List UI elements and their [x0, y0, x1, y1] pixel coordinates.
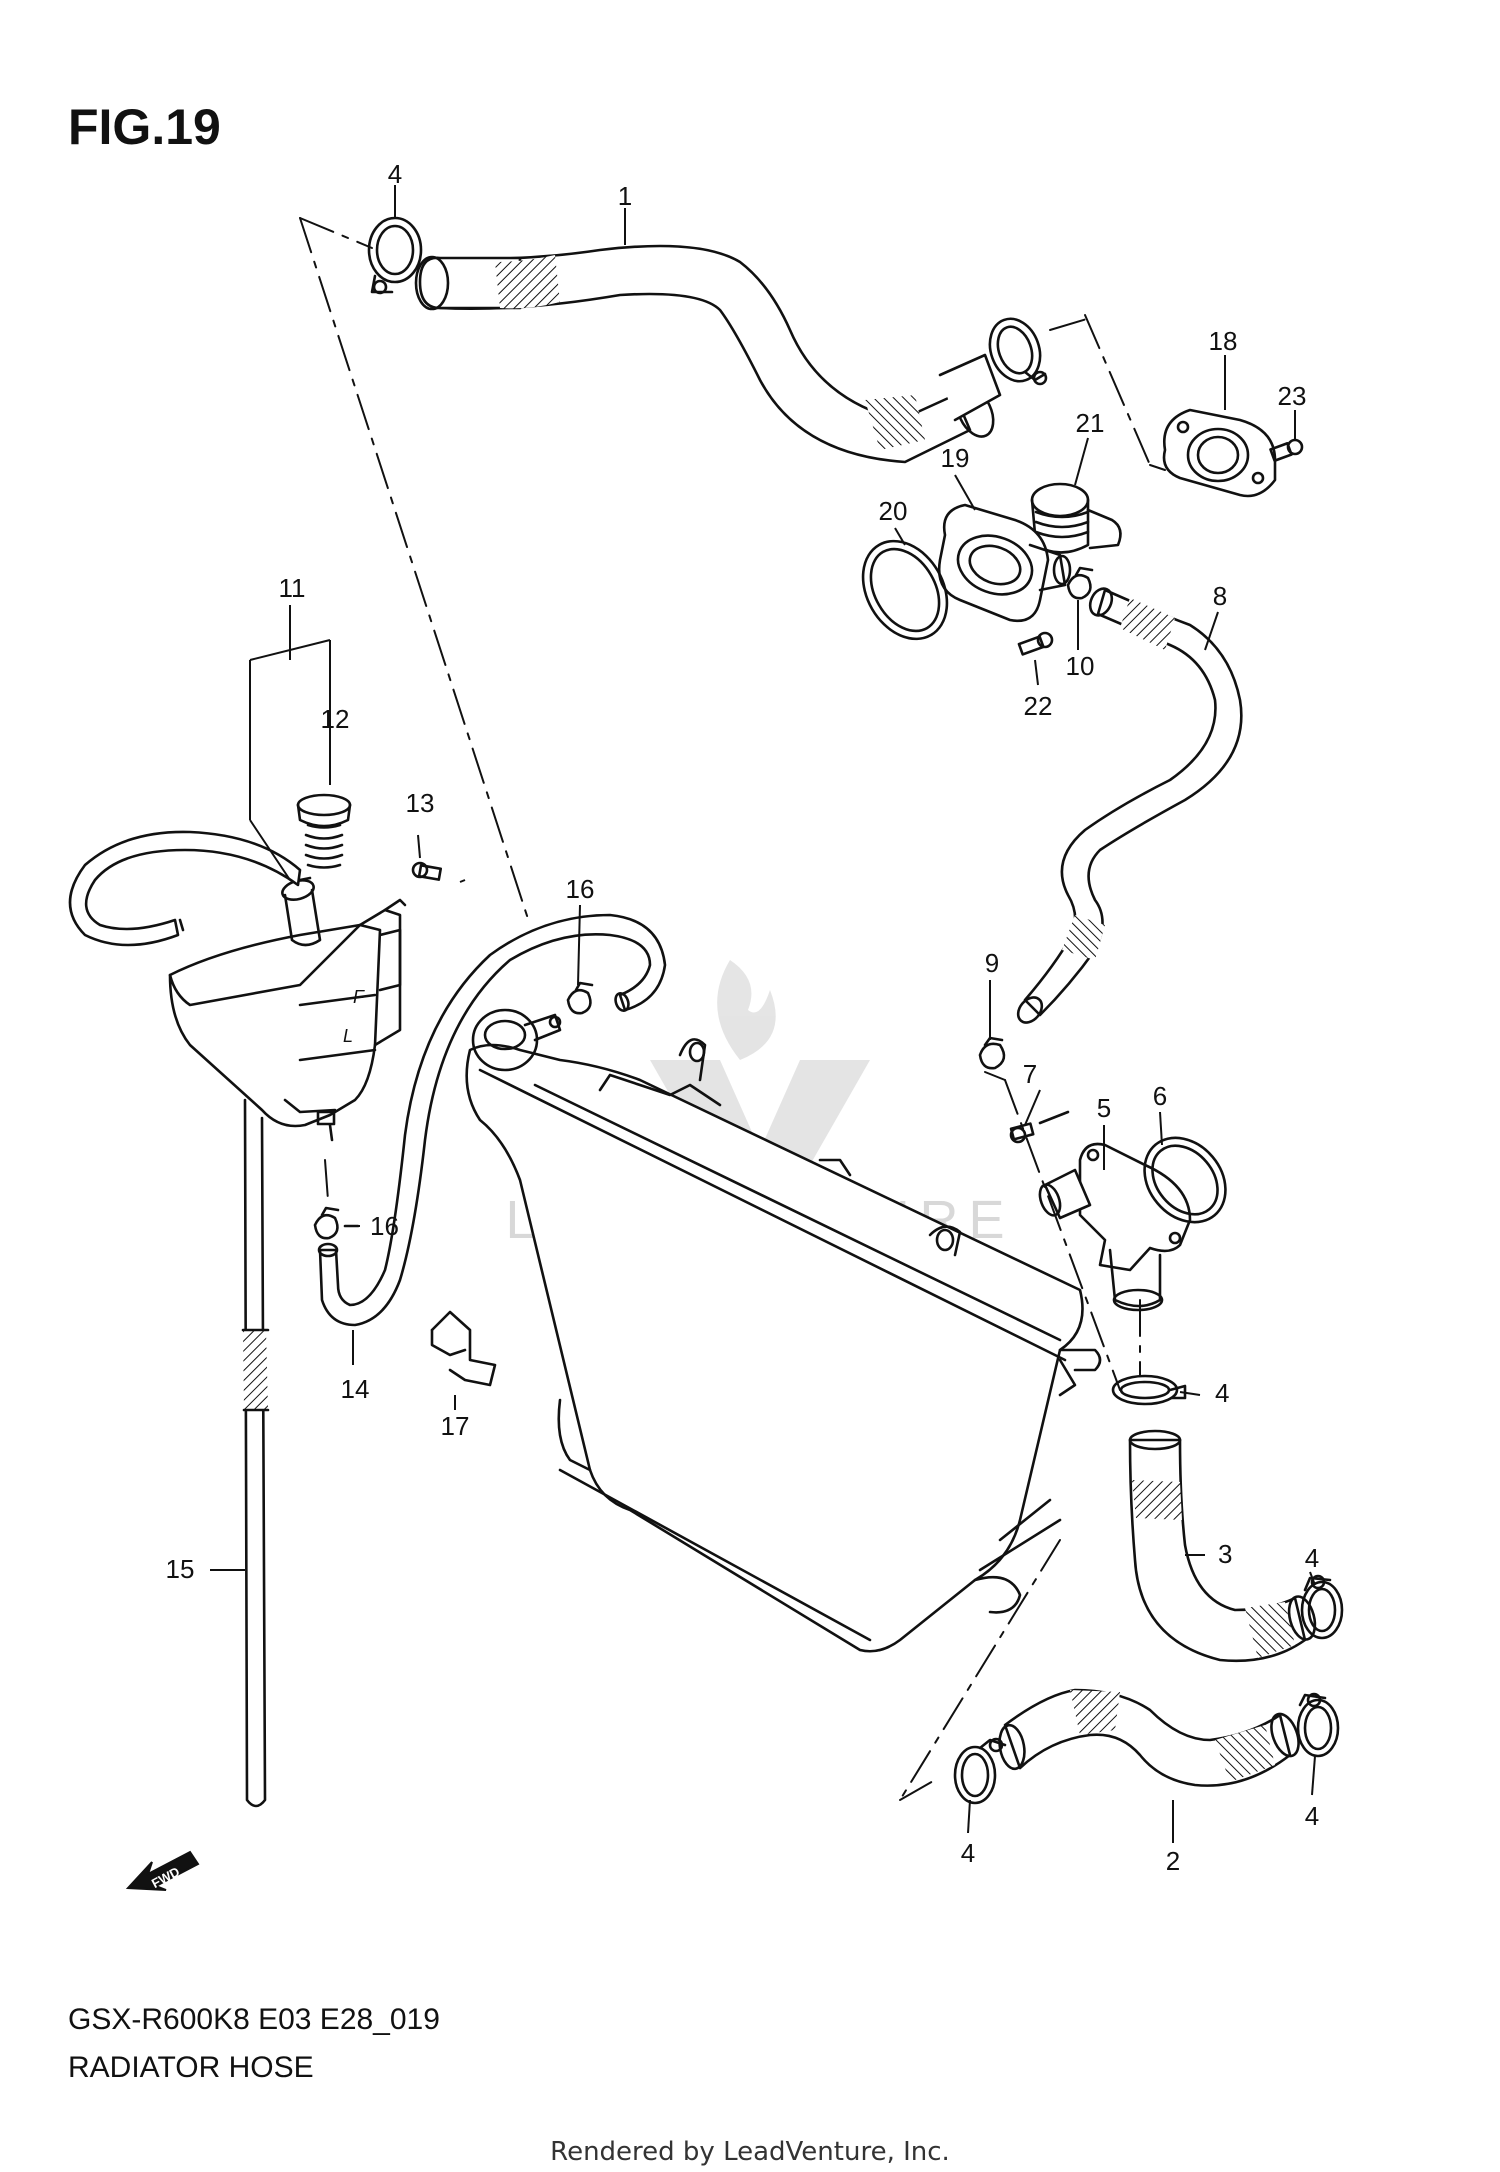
callout-11: 11 [279, 573, 306, 603]
water-outlet-5 [1038, 1142, 1192, 1312]
callout-16-upper: 16 [566, 874, 595, 904]
clip-16-lower [313, 1206, 360, 1240]
gasket-20 [861, 539, 949, 641]
tank-low-mark: L [343, 1026, 353, 1046]
callout-8: 8 [1213, 581, 1227, 611]
hose-1 [414, 244, 1002, 464]
thermostat-case-19 [937, 503, 1072, 623]
callout-23: 23 [1278, 381, 1307, 411]
reserve-tank-11 [168, 876, 407, 1142]
callout-4: 4 [388, 159, 402, 189]
callout-14: 14 [341, 1374, 370, 1404]
callout-4-hose2-left: 4 [961, 1838, 975, 1868]
callout-2: 2 [1166, 1846, 1180, 1876]
clamp-17 [430, 1310, 497, 1387]
figure-title: FIG.19 [68, 99, 221, 155]
clamp-4-hose2-left [953, 1737, 1007, 1805]
radiator [465, 1038, 1102, 1653]
dash-line-hose1-radiator [299, 217, 531, 926]
clamp-4-top-right [988, 317, 1048, 386]
clip-9 [978, 1036, 1006, 1070]
callout-13: 13 [406, 788, 435, 818]
callout-10: 10 [1066, 651, 1095, 681]
clip-16-upper [566, 981, 594, 1015]
bolt-13 [411, 861, 443, 881]
callout-9: 9 [985, 948, 999, 978]
tank-full-mark: F [353, 987, 365, 1007]
callout-1: 1 [618, 181, 632, 211]
thermostat-21 [1030, 482, 1122, 554]
hose-2 [998, 1688, 1300, 1787]
fwd-label: FWD [149, 1864, 182, 1891]
callout-4-mid: 4 [1215, 1378, 1229, 1408]
callout-15: 15 [166, 1554, 195, 1584]
diagram-subtitle: RADIATOR HOSE [68, 2051, 314, 2084]
clamp-4-mid-right [1111, 1374, 1187, 1406]
clamp-4-hose2-right [1296, 1692, 1340, 1758]
thermostat-cap-18 [1162, 408, 1277, 498]
dash-line-hose8-radiator [1004, 1079, 1121, 1391]
hose-14 [317, 913, 667, 1327]
callout-22: 22 [1024, 691, 1053, 721]
tank-cap-12 [296, 793, 352, 869]
callout-12: 12 [321, 704, 350, 734]
callout-7: 7 [1023, 1059, 1037, 1089]
hose-3 [1128, 1429, 1317, 1663]
callout-17: 17 [441, 1411, 470, 1441]
callout-4-hose2-right: 4 [1305, 1801, 1319, 1831]
hose-8 [1016, 587, 1243, 1024]
dash-line-hose2-radiator [899, 1539, 1061, 1801]
radiator-cap [471, 1008, 562, 1072]
callout-4-hose3: 4 [1305, 1543, 1319, 1573]
gasket-6 [1143, 1136, 1227, 1224]
clip-10 [1066, 566, 1094, 600]
callout-18: 18 [1209, 326, 1238, 356]
bolt-22 [1017, 631, 1054, 656]
render-credit: Rendered by LeadVenture, Inc. [550, 2137, 950, 2167]
callout-3: 3 [1218, 1539, 1232, 1569]
overflow-tube-15 [241, 1098, 270, 1808]
callout-labels: 4 1 18 23 21 19 20 8 10 22 11 12 13 16 9… [166, 159, 1320, 1876]
clamp-4-hose3 [1300, 1574, 1344, 1640]
callout-20: 20 [879, 496, 908, 526]
callout-5: 5 [1097, 1093, 1111, 1123]
callout-21: 21 [1076, 408, 1105, 438]
tank-breather-hose [68, 830, 302, 947]
bolt-7 [1009, 1110, 1070, 1144]
callout-6: 6 [1153, 1081, 1167, 1111]
forward-arrow-icon: FWD [125, 1850, 200, 1891]
callout-19: 19 [941, 443, 970, 473]
clamp-4-top-left [367, 216, 423, 295]
callout-16-lower: 16 [370, 1211, 399, 1241]
model-code: GSX-R600K8 E03 E28_019 [68, 2003, 440, 2036]
